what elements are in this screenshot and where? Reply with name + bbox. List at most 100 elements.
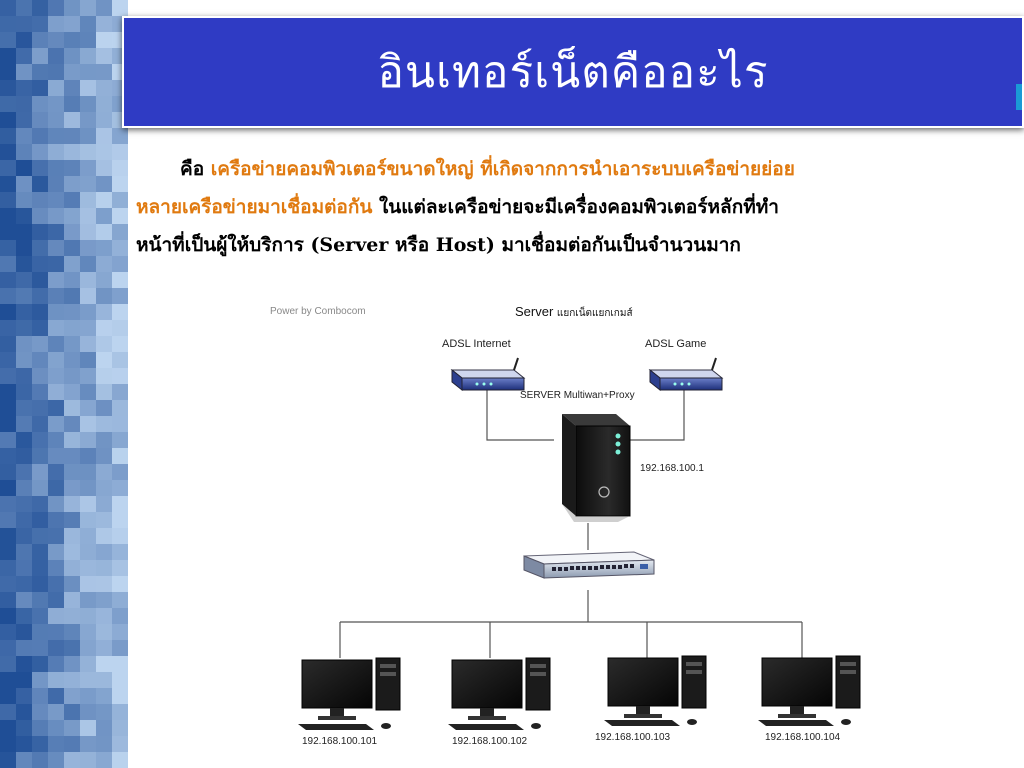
network-switch-icon: [523, 551, 655, 579]
paragraph-line-2: หลายเครือข่ายมาเชื่อมต่อกัน ในแต่ละเครือ…: [136, 188, 1016, 226]
mosaic-tile: [96, 352, 112, 368]
mosaic-tile: [96, 240, 112, 256]
mosaic-tile: [112, 320, 128, 336]
mosaic-tile: [48, 384, 64, 400]
mosaic-tile: [112, 752, 128, 768]
mosaic-tile: [16, 560, 32, 576]
mosaic-tile: [64, 224, 80, 240]
mosaic-tile: [0, 576, 16, 592]
mosaic-tile: [64, 112, 80, 128]
mosaic-tile: [96, 512, 112, 528]
mosaic-tile: [32, 656, 48, 672]
mosaic-tile: [96, 656, 112, 672]
mosaic-tile: [0, 240, 16, 256]
mosaic-tile: [32, 0, 48, 16]
mosaic-tile: [32, 592, 48, 608]
mosaic-tile: [16, 64, 32, 80]
mosaic-tile: [112, 192, 128, 208]
mosaic-tile: [16, 240, 32, 256]
mosaic-tile: [0, 464, 16, 480]
mosaic-tile: [32, 528, 48, 544]
mosaic-tile: [112, 544, 128, 560]
mosaic-tile: [16, 624, 32, 640]
mosaic-tile: [48, 160, 64, 176]
mosaic-tile: [32, 560, 48, 576]
mosaic-tile: [112, 272, 128, 288]
mosaic-tile: [64, 96, 80, 112]
mosaic-tile: [96, 320, 112, 336]
mosaic-tile: [80, 592, 96, 608]
mosaic-tile: [48, 576, 64, 592]
mosaic-tile: [0, 624, 16, 640]
mosaic-tile: [32, 256, 48, 272]
mosaic-tile: [64, 0, 80, 16]
mosaic-tile: [64, 320, 80, 336]
mosaic-tile: [0, 400, 16, 416]
mosaic-tile: [80, 96, 96, 112]
mosaic-tile: [64, 464, 80, 480]
mosaic-tile: [80, 528, 96, 544]
mosaic-tile: [48, 208, 64, 224]
adsl-internet-label: ADSL Internet: [442, 338, 511, 350]
mosaic-tile: [96, 32, 112, 48]
mosaic-tile: [96, 16, 112, 32]
mosaic-tile: [80, 512, 96, 528]
mosaic-tile: [96, 0, 112, 16]
mosaic-tile: [80, 32, 96, 48]
mosaic-tile: [16, 192, 32, 208]
definition-paragraph: คือ เครือข่ายคอมพิวเตอร์ขนาดใหญ่ ที่เกิด…: [136, 150, 1016, 264]
mosaic-tile: [80, 80, 96, 96]
mosaic-tile: [64, 128, 80, 144]
mosaic-tile: [0, 64, 16, 80]
mosaic-tile: [80, 720, 96, 736]
mosaic-tile: [96, 592, 112, 608]
mosaic-tile: [80, 48, 96, 64]
mosaic-tile: [64, 528, 80, 544]
mosaic-tile: [64, 240, 80, 256]
mosaic-tile: [16, 288, 32, 304]
mosaic-tile: [0, 352, 16, 368]
mosaic-tile: [16, 112, 32, 128]
mosaic-tile: [32, 464, 48, 480]
mosaic-tile: [80, 384, 96, 400]
mosaic-tile: [0, 560, 16, 576]
mosaic-tile: [80, 640, 96, 656]
mosaic-tile: [0, 608, 16, 624]
mosaic-tile: [96, 720, 112, 736]
paragraph-highlight-1: เครือข่ายคอมพิวเตอร์ขนาดใหญ่ ที่เกิดจากก…: [210, 158, 795, 180]
mosaic-tile: [112, 720, 128, 736]
mosaic-tile: [48, 512, 64, 528]
mosaic-tile: [48, 672, 64, 688]
diagram-heading-en: Server: [515, 304, 554, 319]
mosaic-tile: [0, 336, 16, 352]
mosaic-tile: [112, 208, 128, 224]
mosaic-tile: [112, 432, 128, 448]
mosaic-tile: [16, 656, 32, 672]
mosaic-tile: [0, 256, 16, 272]
mosaic-tile: [80, 400, 96, 416]
mosaic-tile: [96, 48, 112, 64]
mosaic-tile: [64, 272, 80, 288]
mosaic-tile: [32, 192, 48, 208]
mosaic-tile: [16, 672, 32, 688]
mosaic-tile: [64, 304, 80, 320]
mosaic-tile: [96, 624, 112, 640]
mosaic-tile: [32, 352, 48, 368]
mosaic-tile: [48, 112, 64, 128]
mosaic-tile: [32, 496, 48, 512]
mosaic-tile: [32, 320, 48, 336]
mosaic-tile: [16, 720, 32, 736]
mosaic-tile: [96, 688, 112, 704]
diagram-heading-th: แยกเน็ตแยกเกมส์: [556, 308, 633, 319]
mosaic-tile: [96, 272, 112, 288]
mosaic-tile: [0, 736, 16, 752]
mosaic-tile: [64, 176, 80, 192]
mosaic-tile: [48, 704, 64, 720]
mosaic-tile: [48, 528, 64, 544]
mosaic-tile: [16, 48, 32, 64]
mosaic-tile: [48, 80, 64, 96]
mosaic-tile: [112, 704, 128, 720]
mosaic-tile: [32, 224, 48, 240]
mosaic-tile: [0, 112, 16, 128]
mosaic-tile: [112, 688, 128, 704]
